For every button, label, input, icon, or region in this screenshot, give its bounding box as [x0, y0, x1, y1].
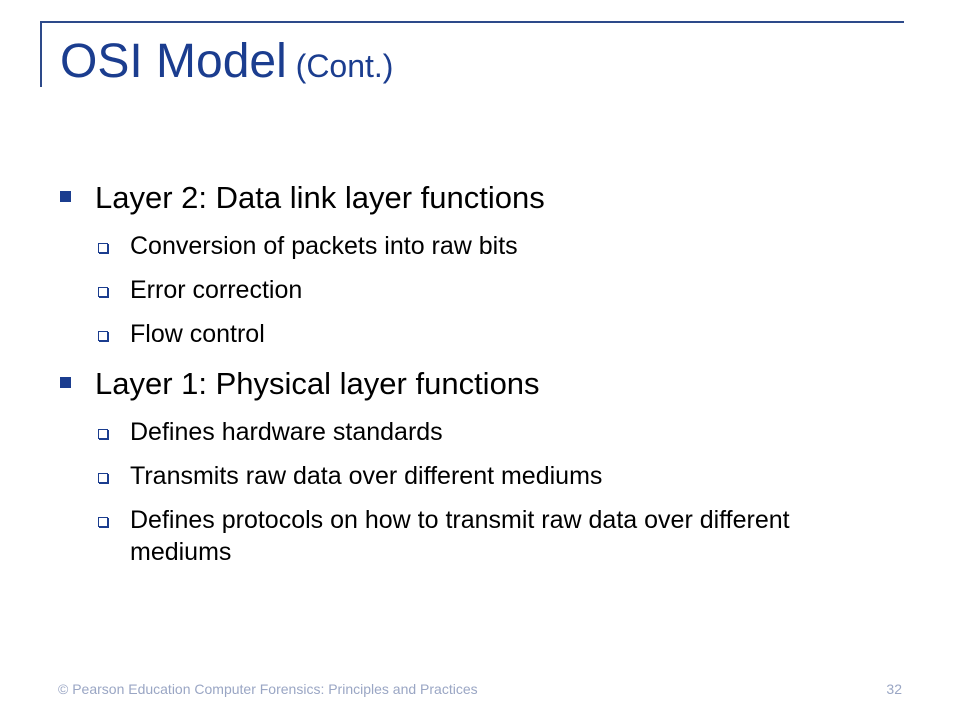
- square-bullet-icon: [60, 191, 71, 202]
- bullet-heading: Layer 1: Physical layer functions: [95, 366, 540, 401]
- hollow-square-bullet-icon: [98, 287, 108, 297]
- slide-content: Layer 2: Data link layer functions Conve…: [60, 178, 920, 580]
- sub-bullet: Conversion of packets into raw bits: [98, 230, 920, 262]
- hollow-square-bullet-icon: [98, 517, 108, 527]
- footer-text: © Pearson Education Computer Forensics: …: [58, 681, 478, 697]
- sub-bullet: Transmits raw data over different medium…: [98, 460, 920, 492]
- hollow-square-bullet-icon: [98, 243, 108, 253]
- title-main: OSI Model: [60, 35, 287, 88]
- bullet-heading: Layer 2: Data link layer functions: [95, 180, 545, 215]
- sub-bullet-text: Transmits raw data over different medium…: [130, 462, 603, 490]
- sub-bullet-text: Defines protocols on how to transmit raw…: [130, 506, 790, 566]
- sub-bullet-text: Error correction: [130, 276, 303, 304]
- sub-bullet: Flow control: [98, 318, 920, 350]
- bullet-layer-1: Layer 1: Physical layer functions: [60, 364, 920, 404]
- bullet-layer-2: Layer 2: Data link layer functions: [60, 178, 920, 218]
- sub-bullet: Error correction: [98, 274, 920, 306]
- page-number: 32: [886, 681, 902, 697]
- slide-title: OSI Model (Cont.): [60, 34, 393, 89]
- hollow-square-bullet-icon: [98, 473, 108, 483]
- square-bullet-icon: [60, 377, 71, 388]
- sub-bullet-text: Flow control: [130, 320, 265, 348]
- hollow-square-bullet-icon: [98, 429, 108, 439]
- sub-bullet: Defines protocols on how to transmit raw…: [98, 504, 920, 568]
- sub-bullet-text: Conversion of packets into raw bits: [130, 232, 518, 260]
- title-sub: (Cont.): [295, 48, 394, 84]
- frame-top-line: [40, 21, 904, 23]
- frame-left-line: [40, 21, 42, 87]
- sub-bullet-text: Defines hardware standards: [130, 418, 443, 446]
- sub-bullet: Defines hardware standards: [98, 416, 920, 448]
- hollow-square-bullet-icon: [98, 331, 108, 341]
